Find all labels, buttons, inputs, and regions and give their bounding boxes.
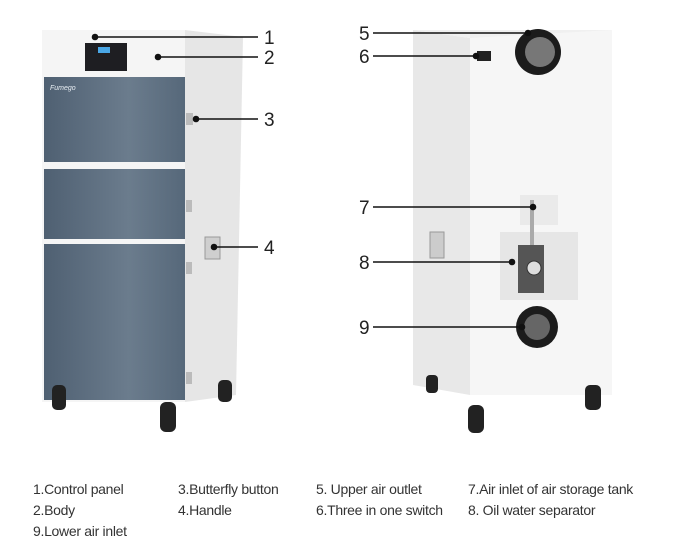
callout-4: 4: [264, 238, 275, 259]
callout-7: 7: [359, 198, 370, 219]
door-upper: [44, 77, 185, 162]
brand-logo: Fumego: [50, 85, 76, 92]
three-in-one-switch: [477, 51, 491, 61]
legend-item: 4.Handle: [178, 502, 232, 518]
front-cabinet: Fumego: [42, 30, 243, 432]
callout-5: 5: [359, 24, 370, 45]
callout-1: 1: [264, 28, 275, 49]
casters: [52, 380, 232, 432]
callout-8: 8: [359, 253, 370, 274]
callout-3: 3: [264, 110, 275, 131]
legend-item: 8. Oil water separator: [468, 502, 596, 518]
legend-item: 3.Butterfly button: [178, 481, 279, 497]
butterfly-button: [186, 113, 193, 125]
door-lower: [44, 244, 185, 400]
legend-item: 5. Upper air outlet: [316, 481, 422, 497]
legend-item: 9.Lower air inlet: [33, 523, 127, 539]
callout-6: 6: [359, 47, 370, 68]
callout-9: 9: [359, 318, 370, 339]
air-inlet: [530, 200, 534, 250]
door-middle: [44, 169, 185, 239]
legend-item: 7.Air inlet of air storage tank: [468, 481, 634, 497]
rear-cabinet: [413, 29, 612, 433]
legend-item: 2.Body: [33, 502, 75, 518]
legend-item: 6.Three in one switch: [316, 502, 443, 518]
legend-item: 1.Control panel: [33, 481, 124, 497]
callout-lines: [91, 29, 537, 331]
callout-2: 2: [264, 48, 275, 69]
